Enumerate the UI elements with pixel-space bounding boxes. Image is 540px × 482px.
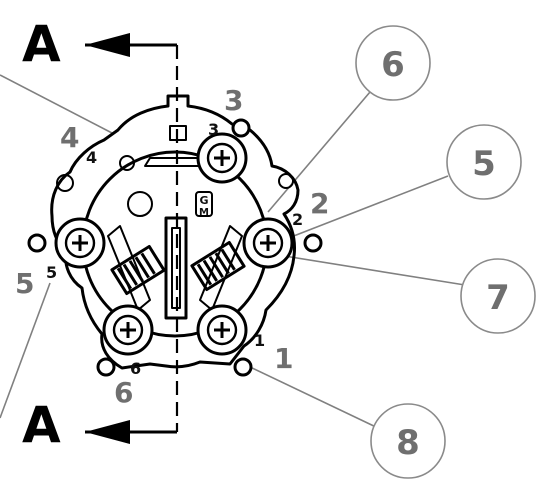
pin-label-3: 3 bbox=[224, 84, 243, 117]
pin-label-6: 6 bbox=[114, 376, 133, 409]
pin-label-4: 4 bbox=[60, 121, 79, 154]
center-mark-upper: G bbox=[199, 194, 208, 207]
svg-text:5: 5 bbox=[472, 144, 496, 184]
svg-text:6: 6 bbox=[381, 45, 405, 85]
section-label-bottom: A bbox=[22, 396, 61, 454]
svg-text:7: 7 bbox=[486, 278, 510, 318]
pin-label-5: 5 bbox=[15, 267, 34, 300]
section-line bbox=[85, 33, 179, 444]
callout-6: 6 bbox=[355, 25, 431, 101]
pin-small-1: 1 bbox=[254, 331, 265, 350]
pin-label-2: 2 bbox=[310, 187, 329, 220]
terminal-5 bbox=[54, 217, 106, 269]
callout-7: 7 bbox=[460, 258, 536, 334]
pin-small-6: 6 bbox=[130, 359, 141, 378]
terminal-2 bbox=[242, 217, 294, 269]
section-label-top: A bbox=[22, 15, 61, 73]
svg-text:8: 8 bbox=[396, 423, 420, 463]
pin-small-5: 5 bbox=[46, 263, 57, 282]
ring-contacts bbox=[27, 118, 323, 377]
center-mark-lower: M bbox=[199, 207, 209, 218]
pin-small-4: 4 bbox=[86, 148, 97, 167]
callout-8: 8 bbox=[370, 403, 446, 479]
terminal-6 bbox=[102, 304, 154, 356]
pin-small-2: 2 bbox=[292, 210, 303, 229]
spring-clip-right bbox=[190, 240, 246, 292]
callout-5: 5 bbox=[446, 124, 522, 200]
terminal-3 bbox=[196, 132, 248, 184]
pin-label-1: 1 bbox=[274, 342, 293, 375]
leader-lines bbox=[0, 74, 466, 429]
spring-clip-left bbox=[110, 244, 166, 296]
terminal-1 bbox=[196, 304, 248, 356]
pin-small-3: 3 bbox=[208, 120, 219, 139]
